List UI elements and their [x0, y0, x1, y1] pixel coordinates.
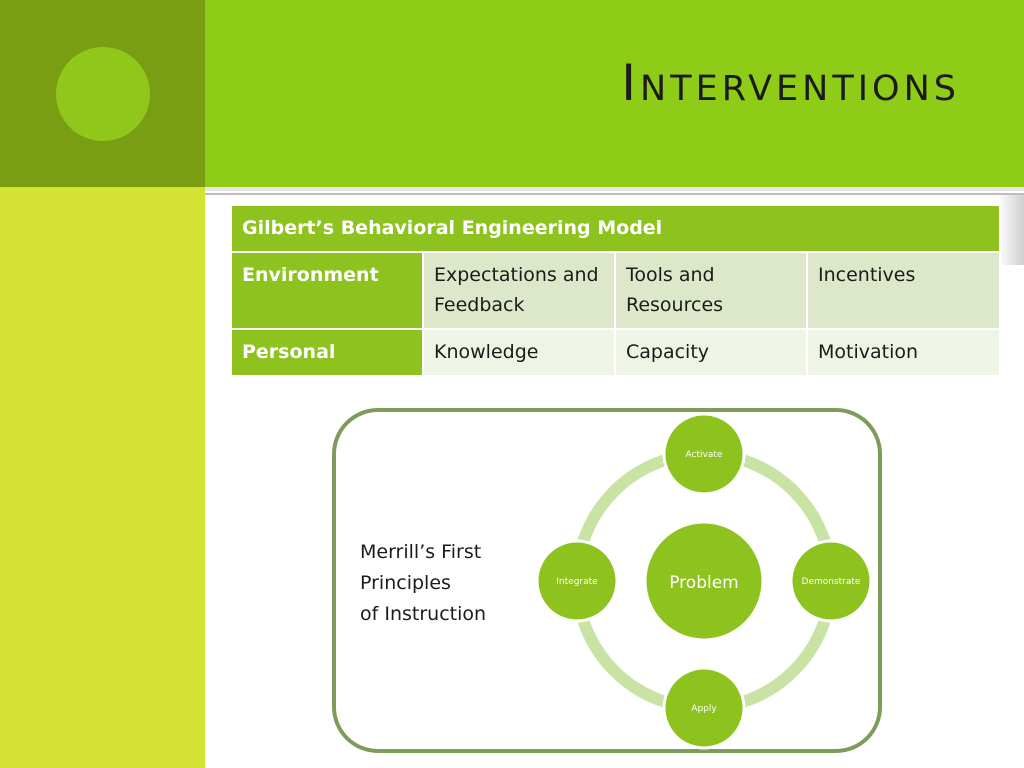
node-demonstrate-label: Demonstrate [802, 577, 861, 587]
table-cell: Tools and Resources [614, 252, 808, 330]
slide-title: Interventions [621, 54, 960, 112]
center-node [643, 520, 765, 642]
table-row: Environment Expectations and Feedback To… [230, 252, 1002, 330]
shadow-strip [998, 195, 1024, 265]
table-header-row: Gilbert’s Behavioral Engineering Model [229, 204, 1002, 253]
row-label-personal: Personal [230, 329, 424, 375]
table-cell: Motivation [805, 329, 1002, 375]
caption-line: of Instruction [360, 603, 487, 625]
node-activate [662, 412, 746, 496]
node-demonstrate [789, 539, 873, 623]
table-header: Gilbert’s Behavioral Engineering Model [229, 204, 1002, 253]
table-cell: Capacity [614, 329, 808, 375]
node-activate-label: Activate [686, 450, 723, 460]
caption-line: Merrill’s First [360, 541, 482, 563]
left-band [0, 187, 205, 768]
center-node-label: Problem [669, 573, 739, 593]
table-cell: Knowledge [422, 329, 616, 375]
node-integrate-label: Integrate [556, 577, 598, 587]
row-label-environment: Environment [230, 252, 424, 330]
table-row: Personal Knowledge Capacity Motivation [230, 329, 1002, 375]
gilbert-model-table: Gilbert’s Behavioral Engineering Model E… [229, 204, 1002, 375]
title-band [205, 0, 1024, 187]
title-rule-shadow [205, 193, 1024, 195]
title-rule [205, 187, 1024, 191]
caption-line: Principles [360, 572, 451, 594]
merrill-caption: Merrill’s First Principles of Instructio… [360, 537, 486, 630]
table-cell: Incentives [805, 252, 1002, 330]
node-integrate [535, 539, 619, 623]
decorative-circle [56, 47, 150, 141]
table-cell: Expectations and Feedback [422, 252, 616, 330]
node-apply [662, 666, 746, 750]
node-apply-label: Apply [691, 704, 717, 714]
